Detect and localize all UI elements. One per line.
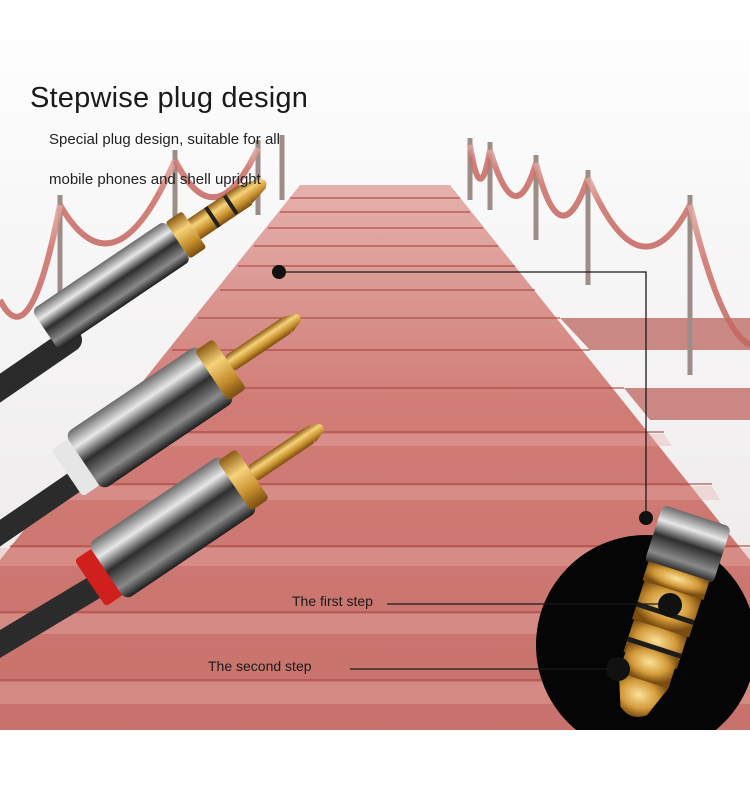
page-title: Stepwise plug design [30,82,309,114]
first-step-label: The first step [292,593,373,609]
subtitle-line-2: mobile phones and shell upright [49,171,261,188]
staircase-scene [0,0,750,730]
subtitle-line-1: Special plug design, suitable for all [49,131,280,148]
second-step-label: The second step [208,658,312,674]
